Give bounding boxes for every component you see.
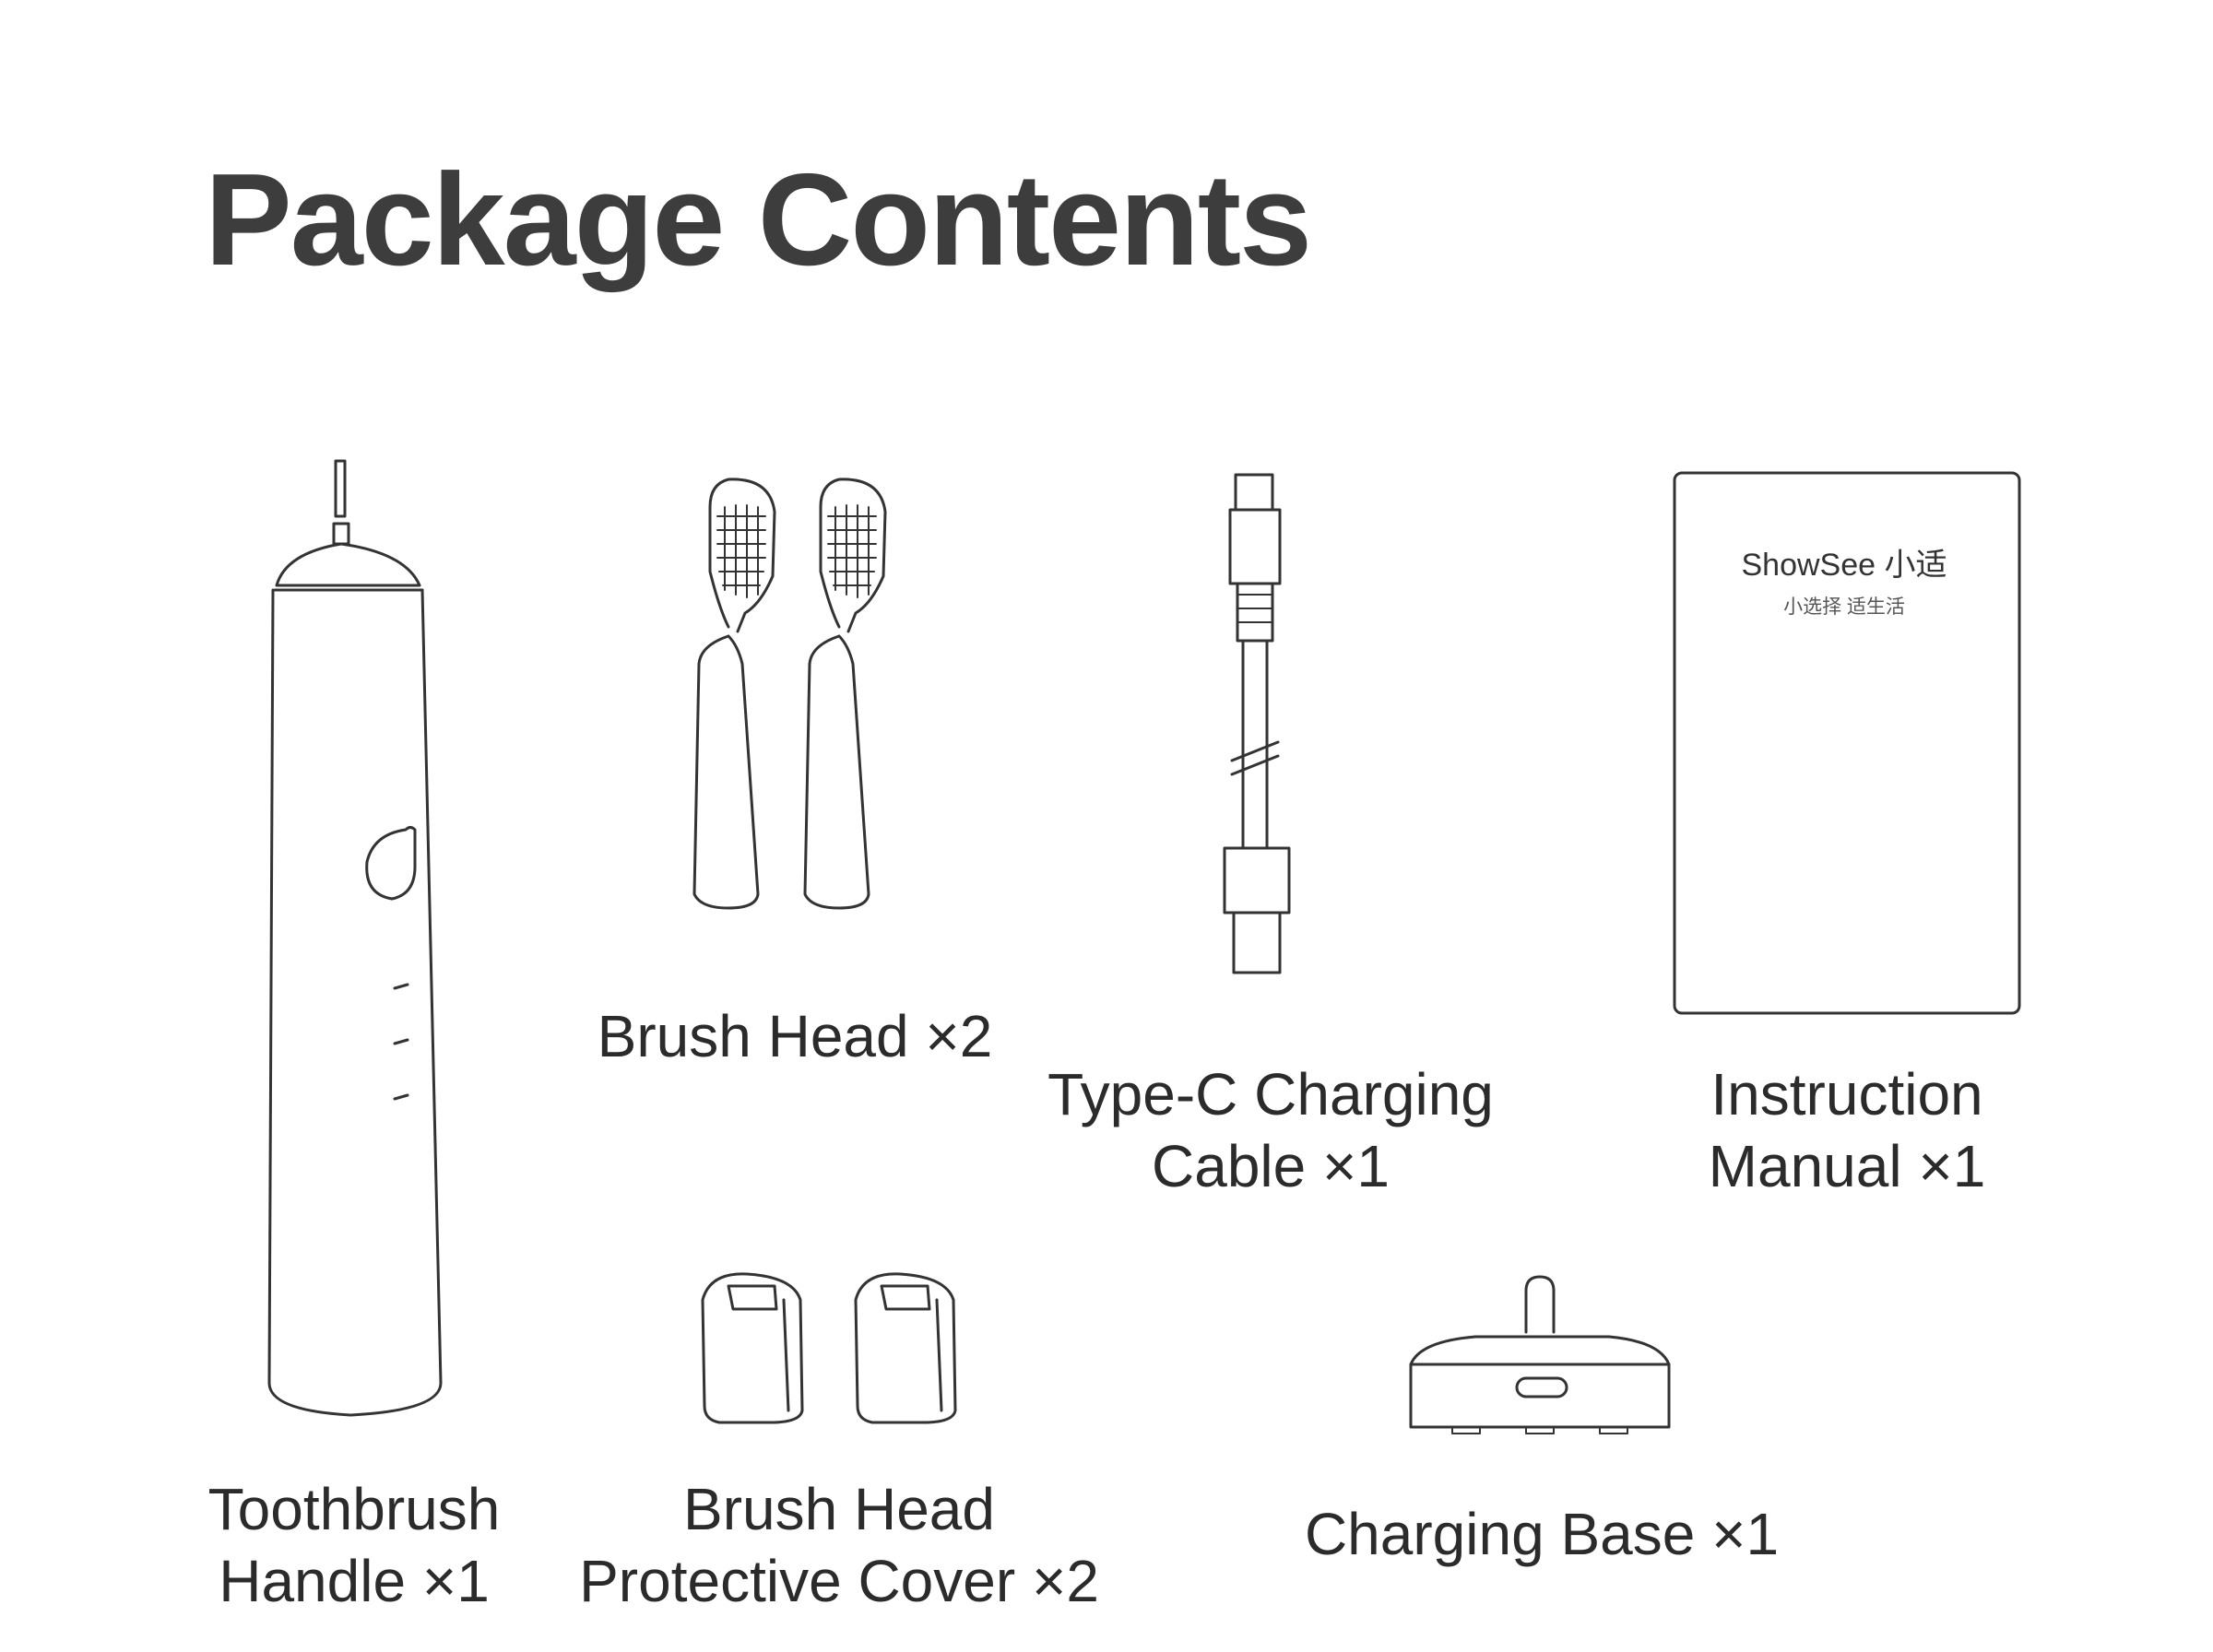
brush-head-icon (692, 478, 776, 910)
protective-cover-icon (854, 1272, 957, 1424)
usb-cable-icon (1223, 473, 1291, 974)
item-label-charging-base: Charging Base ×1 (1304, 1501, 1780, 1567)
manual-slogan-text: 小选择 适生活 (1783, 596, 1905, 618)
item-label-toothbrush-handle: Toothbrush Handle ×1 (207, 1476, 501, 1614)
protective-cover-icon (701, 1272, 804, 1424)
item-label-brush-head: Brush Head ×2 (597, 1003, 993, 1069)
toothbrush-handle-icon (267, 459, 443, 1417)
item-label-instruction-manual: Instruction Manual ×1 (1708, 1061, 1986, 1199)
item-label-protective-cover: Brush Head Protective Cover ×2 (579, 1476, 1099, 1614)
manual-brand-text: ShowSee 小适 (1741, 548, 1947, 583)
brush-head-icon (803, 478, 887, 910)
charging-base-icon (1409, 1275, 1671, 1434)
page-title: Package Contents (205, 147, 1312, 293)
manual-icon (1673, 471, 2021, 1015)
item-label-type-c-cable: Type-C Charging Cable ×1 (1047, 1061, 1494, 1199)
